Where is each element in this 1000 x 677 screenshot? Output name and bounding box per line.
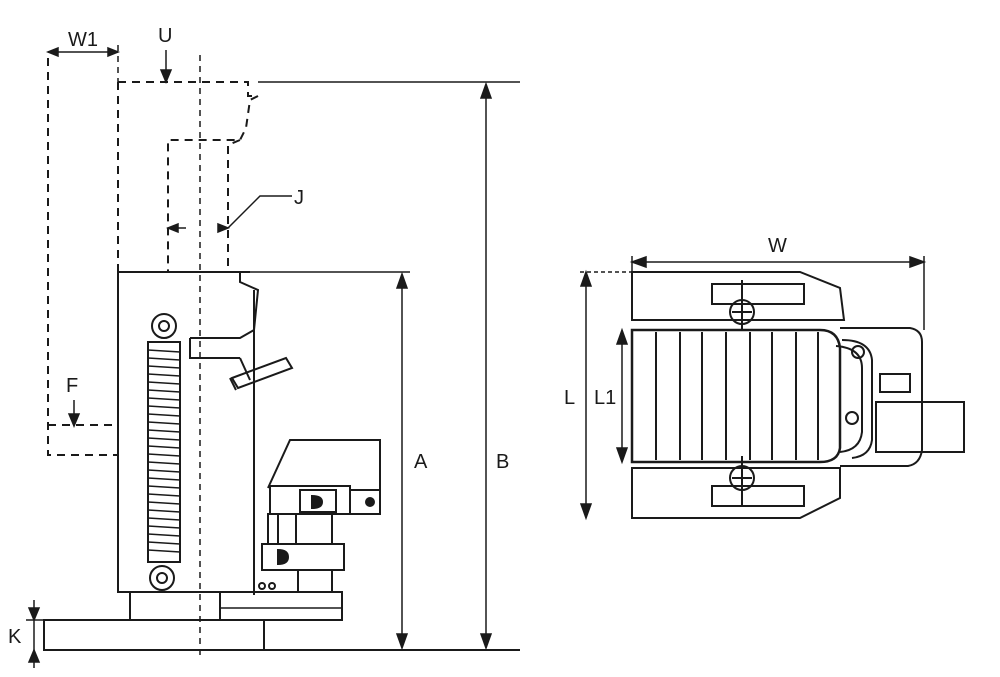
base-plate (43, 582, 520, 651)
label-w: W (768, 235, 787, 257)
label-u: U (158, 25, 172, 47)
dimension-f (67, 400, 81, 428)
label-k: K (8, 626, 22, 648)
label-w1: W1 (68, 29, 98, 51)
label-f: F (66, 375, 78, 397)
top-plate-lower (631, 456, 841, 519)
dimension-w (629, 255, 927, 330)
dimension-j (165, 195, 292, 234)
pump-assembly (261, 439, 381, 593)
dimension-u (159, 50, 173, 84)
ribbed-body (630, 328, 842, 464)
dimension-l (579, 269, 632, 521)
spring-coils (147, 349, 181, 553)
label-b: B (496, 451, 509, 473)
dimension-k (26, 600, 44, 668)
handle-pin (229, 356, 294, 391)
dimension-a (250, 271, 410, 651)
jack-body (117, 271, 260, 620)
label-l: L (564, 387, 575, 409)
dimension-b (258, 81, 520, 651)
top-view: W L L1 (564, 235, 965, 521)
top-plate-upper (631, 271, 846, 330)
label-a: A (414, 451, 428, 473)
extended-outline-dashed (47, 58, 259, 456)
return-spring (147, 313, 181, 591)
label-j: J (294, 187, 304, 209)
label-l1: L1 (594, 387, 616, 409)
dimension-w1 (45, 45, 121, 82)
dimension-l1 (615, 327, 629, 465)
pump-housing-top (835, 327, 965, 467)
side-view: W1 U J F A (8, 25, 520, 668)
